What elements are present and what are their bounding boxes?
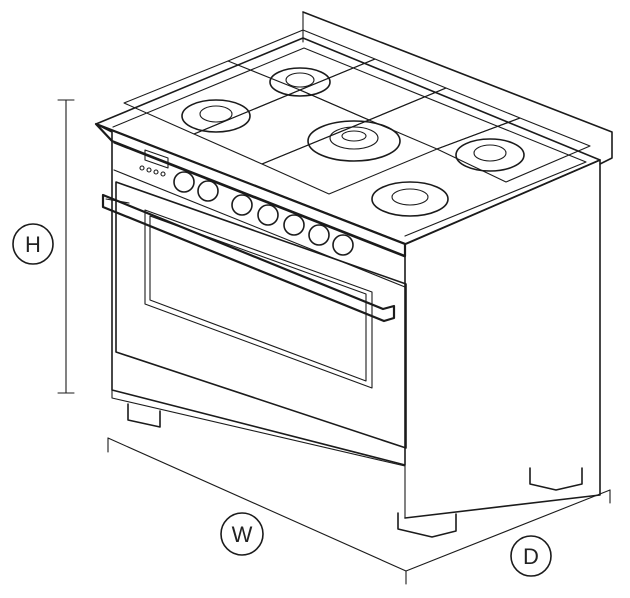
dimension-labels: H W D [12,223,552,577]
bottom-trim [111,389,406,519]
burner-front-right [371,181,449,217]
foot-front-left [127,403,161,428]
grate-left-front [193,89,370,165]
burner-center-wok-cap [329,126,379,150]
burner-front-right-cap [391,188,429,206]
right-side-panel [404,159,601,519]
knob-5 [283,214,305,236]
burner-center-wok [307,120,401,162]
oven-window-inner [149,215,367,382]
range-body [94,11,613,538]
digital-display [144,149,169,169]
burner-rear-center-cap [285,72,315,88]
burner-left [181,99,251,133]
burners [181,67,525,217]
burner-rear-center [269,67,331,97]
grate-left-rear [123,60,301,135]
width-label: W [232,522,253,547]
foot-back-right [529,467,583,491]
oven-window [144,209,373,389]
depth-label: D [523,544,539,569]
knob-3 [231,194,253,216]
grate-right-rear [299,58,447,121]
handle-left-cap [105,198,130,204]
cooktop-inner-edge [112,47,587,237]
burner-left-cap [199,105,233,123]
front-rail [94,122,407,258]
cooktop-surface [95,37,601,245]
control-panel-bottom [113,169,406,288]
burner-center-wok-inner [341,130,367,142]
width-label-circle [220,512,264,556]
knob-6 [308,224,330,246]
depth-dimension-line [405,489,611,572]
height-label: H [25,232,41,257]
height-label-circle [12,223,54,265]
width-dimension-line [107,437,407,572]
grate-right-front [436,117,591,183]
control-panel-top [113,142,406,258]
oven-door [115,181,407,449]
indicator-light-4 [160,171,166,177]
depth-label-circle [510,535,552,577]
oven-handle [101,193,396,323]
indicator-light-1 [139,165,145,171]
front-panel-outline [95,123,406,466]
foot-front-right [397,512,457,538]
indicator-light-2 [146,167,152,173]
knob-4 [257,204,279,226]
rear-backguard [302,11,613,165]
burner-right-cap [473,144,507,162]
burner-right [455,138,525,172]
cooktop-grates [123,29,591,195]
indicator-light-3 [153,169,159,175]
knob-2 [197,180,219,202]
dimension-lines [57,99,611,585]
knobs [173,171,354,256]
knob-7 [332,234,354,256]
knob-1 [173,171,195,193]
